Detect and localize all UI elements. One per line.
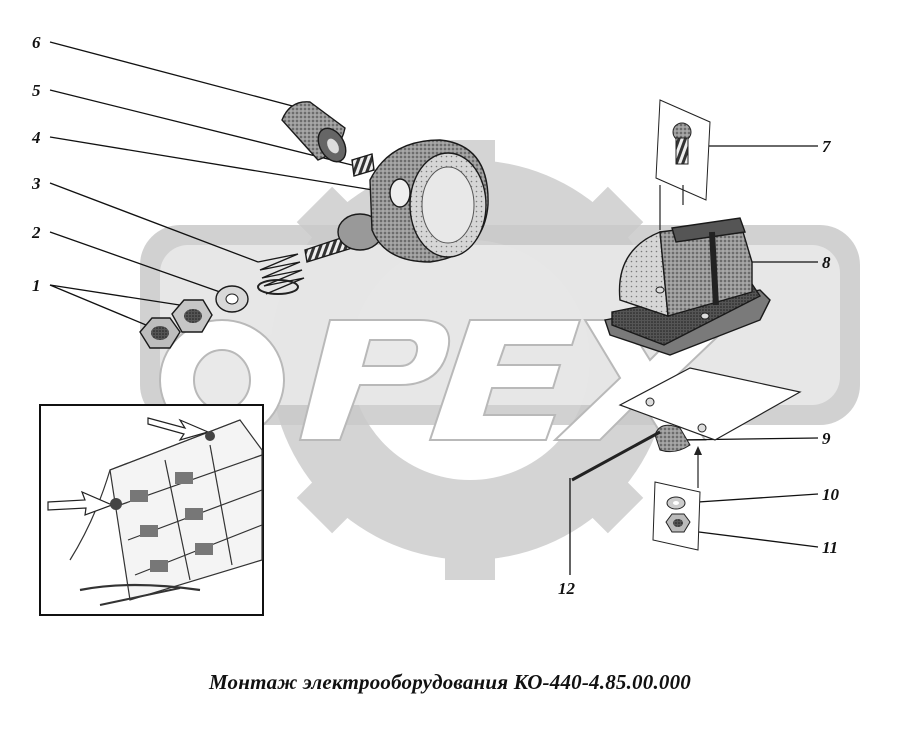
lamp-housing-icon — [604, 217, 771, 356]
nut-pair — [139, 299, 213, 349]
spring — [257, 253, 305, 295]
leader-4 — [49, 136, 386, 193]
leader-1b — [49, 284, 187, 307]
arrow-top-icon — [147, 417, 210, 442]
arrow-left-icon — [47, 490, 114, 516]
callout-12: 12 — [558, 579, 576, 598]
vehicle-inset — [39, 404, 264, 616]
callout-8: 8 — [822, 253, 831, 272]
leader-1a — [49, 284, 159, 331]
bolt-panel — [655, 99, 711, 242]
callout-3: 3 — [31, 174, 41, 193]
callout-4: 4 — [31, 128, 41, 147]
callout-9: 9 — [822, 429, 831, 448]
mounting-plate — [571, 367, 802, 488]
diagram-caption: Монтаж электрооборудования КО-440-4.85.0… — [208, 670, 691, 694]
callout-5: 5 — [32, 81, 41, 100]
callout-1: 1 — [32, 276, 41, 295]
leader-9 — [674, 437, 819, 441]
callout-11: 11 — [822, 538, 838, 557]
callout-6: 6 — [32, 33, 41, 52]
callout-7: 7 — [822, 137, 832, 156]
leader-6 — [49, 41, 301, 109]
washer — [215, 285, 249, 313]
headlamp-icon — [304, 139, 489, 263]
rubber-cap — [281, 101, 347, 163]
leader-3 — [49, 182, 259, 263]
leader-11 — [682, 529, 819, 548]
leader-10 — [682, 493, 819, 504]
callout-2: 2 — [31, 223, 41, 242]
leader-2 — [49, 231, 221, 293]
nut-washer-panel — [652, 481, 701, 551]
callout-labels: 6 5 4 3 2 1 7 8 9 10 11 12 — [31, 33, 840, 598]
callout-10: 10 — [822, 485, 840, 504]
